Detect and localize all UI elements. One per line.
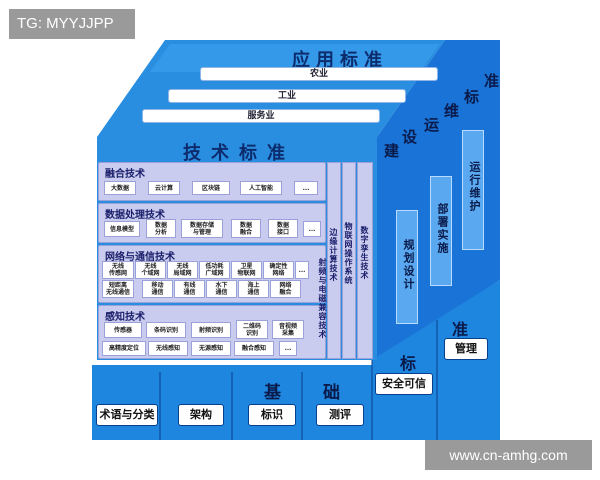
chip: 海上 通信 xyxy=(238,280,269,298)
column-digital-twin xyxy=(357,162,373,359)
section-title: 网络与通信技术 xyxy=(105,252,175,263)
chip: 融合感知 xyxy=(234,341,274,356)
base-item-terminology: 术语与分类 xyxy=(96,404,158,426)
chip: 数据 融合 xyxy=(231,219,261,238)
construction-title-char: 标 xyxy=(464,88,480,106)
construction-title-char: 准 xyxy=(484,72,500,90)
right-item-management: 管理 xyxy=(444,338,488,360)
chip: ... xyxy=(295,261,309,279)
chip: 高精度定位 xyxy=(102,341,146,356)
right-standard-title-char: 标 xyxy=(400,354,417,373)
chip: 数据 接口 xyxy=(268,219,298,238)
chip: 人工智能 xyxy=(240,181,282,195)
application-standard-title: 应用标准 xyxy=(292,50,388,71)
construction-title-char: 维 xyxy=(444,102,460,120)
construction-box-label: 部署实施 xyxy=(436,203,449,255)
chip: 水下 通信 xyxy=(206,280,237,298)
chip: 短距离 无线通信 xyxy=(102,280,134,298)
chip: 区块链 xyxy=(192,181,230,195)
chip: 大数据 xyxy=(104,181,136,195)
section-fusion-tech: 融合技术 xyxy=(98,162,326,201)
chip: 无线感知 xyxy=(148,341,188,356)
chip: 无线 传感网 xyxy=(102,261,134,279)
watermark-top-left: TG: MYYJJPP xyxy=(9,9,135,39)
chip: 条码识别 xyxy=(146,322,186,338)
right-standard-title-char: 准 xyxy=(452,320,469,339)
chip: 有线 通信 xyxy=(174,280,205,298)
construction-box-deployment: 部署实施 xyxy=(430,176,452,286)
cube-right-lower-face xyxy=(372,280,500,440)
chip: ... xyxy=(303,221,321,237)
chip: 确定性 网络 xyxy=(263,261,294,279)
base-item-identification: 标识 xyxy=(248,404,296,426)
chip: 数据 分析 xyxy=(146,219,176,238)
right-item-security: 安全可信 xyxy=(375,373,433,395)
column-edge-computing xyxy=(327,162,341,359)
watermark-bottom-right: www.cn-amhg.com xyxy=(425,440,592,470)
chip: 移动 通信 xyxy=(142,280,173,298)
section-title: 融合技术 xyxy=(105,169,145,180)
application-item-service: 服务业 xyxy=(142,109,380,123)
construction-title-char: 设 xyxy=(402,128,418,146)
column-digital-twin-label: 数字孪生技术 xyxy=(360,226,369,280)
column-iot-os xyxy=(342,162,356,359)
technical-standard-title: 技术标准 xyxy=(183,143,295,164)
chip: ... xyxy=(279,341,297,356)
application-item-agriculture: 农业 xyxy=(200,67,438,81)
construction-title-char: 运 xyxy=(424,116,440,134)
construction-title-char: 建 xyxy=(384,142,400,160)
chip: 传感器 xyxy=(104,322,142,338)
section-title: 感知技术 xyxy=(105,312,145,323)
construction-box-label: 规划设计 xyxy=(402,239,415,291)
chip: 信息模型 xyxy=(104,221,140,237)
construction-box-operation: 运行维护 xyxy=(462,130,484,250)
column-rf-emc-label: 射频与电磁兼容技术 xyxy=(318,258,327,339)
construction-box-planning: 规划设计 xyxy=(396,210,418,324)
chip: ... xyxy=(294,181,318,195)
base-title-char: 基 xyxy=(264,383,281,403)
chip: 低功耗 广域网 xyxy=(199,261,230,279)
chip: 数据存储 与管理 xyxy=(181,219,223,238)
column-iot-os-label: 物联网操作系统 xyxy=(344,222,353,285)
base-item-evaluation: 测评 xyxy=(316,404,364,426)
chip: 卫星 物联网 xyxy=(231,261,262,279)
chip: 射频识别 xyxy=(191,322,231,338)
application-item-industry: 工业 xyxy=(168,89,406,103)
section-title: 数据处理技术 xyxy=(105,210,165,221)
construction-box-label: 运行维护 xyxy=(468,161,481,213)
cube-top-highlight xyxy=(150,44,440,72)
chip: 云计算 xyxy=(148,181,180,195)
base-item-architecture: 架构 xyxy=(178,404,224,426)
base-title-char: 础 xyxy=(323,383,340,403)
chip: 无线 个域网 xyxy=(135,261,166,279)
chip: 网络 融合 xyxy=(270,280,301,298)
chip: 二维码 识别 xyxy=(236,320,268,339)
chip: 无线 局域网 xyxy=(167,261,198,279)
chip: 音视频 采集 xyxy=(272,320,304,339)
column-edge-computing-label: 边缘计算技术 xyxy=(329,228,338,282)
chip: 无源感知 xyxy=(191,341,231,356)
